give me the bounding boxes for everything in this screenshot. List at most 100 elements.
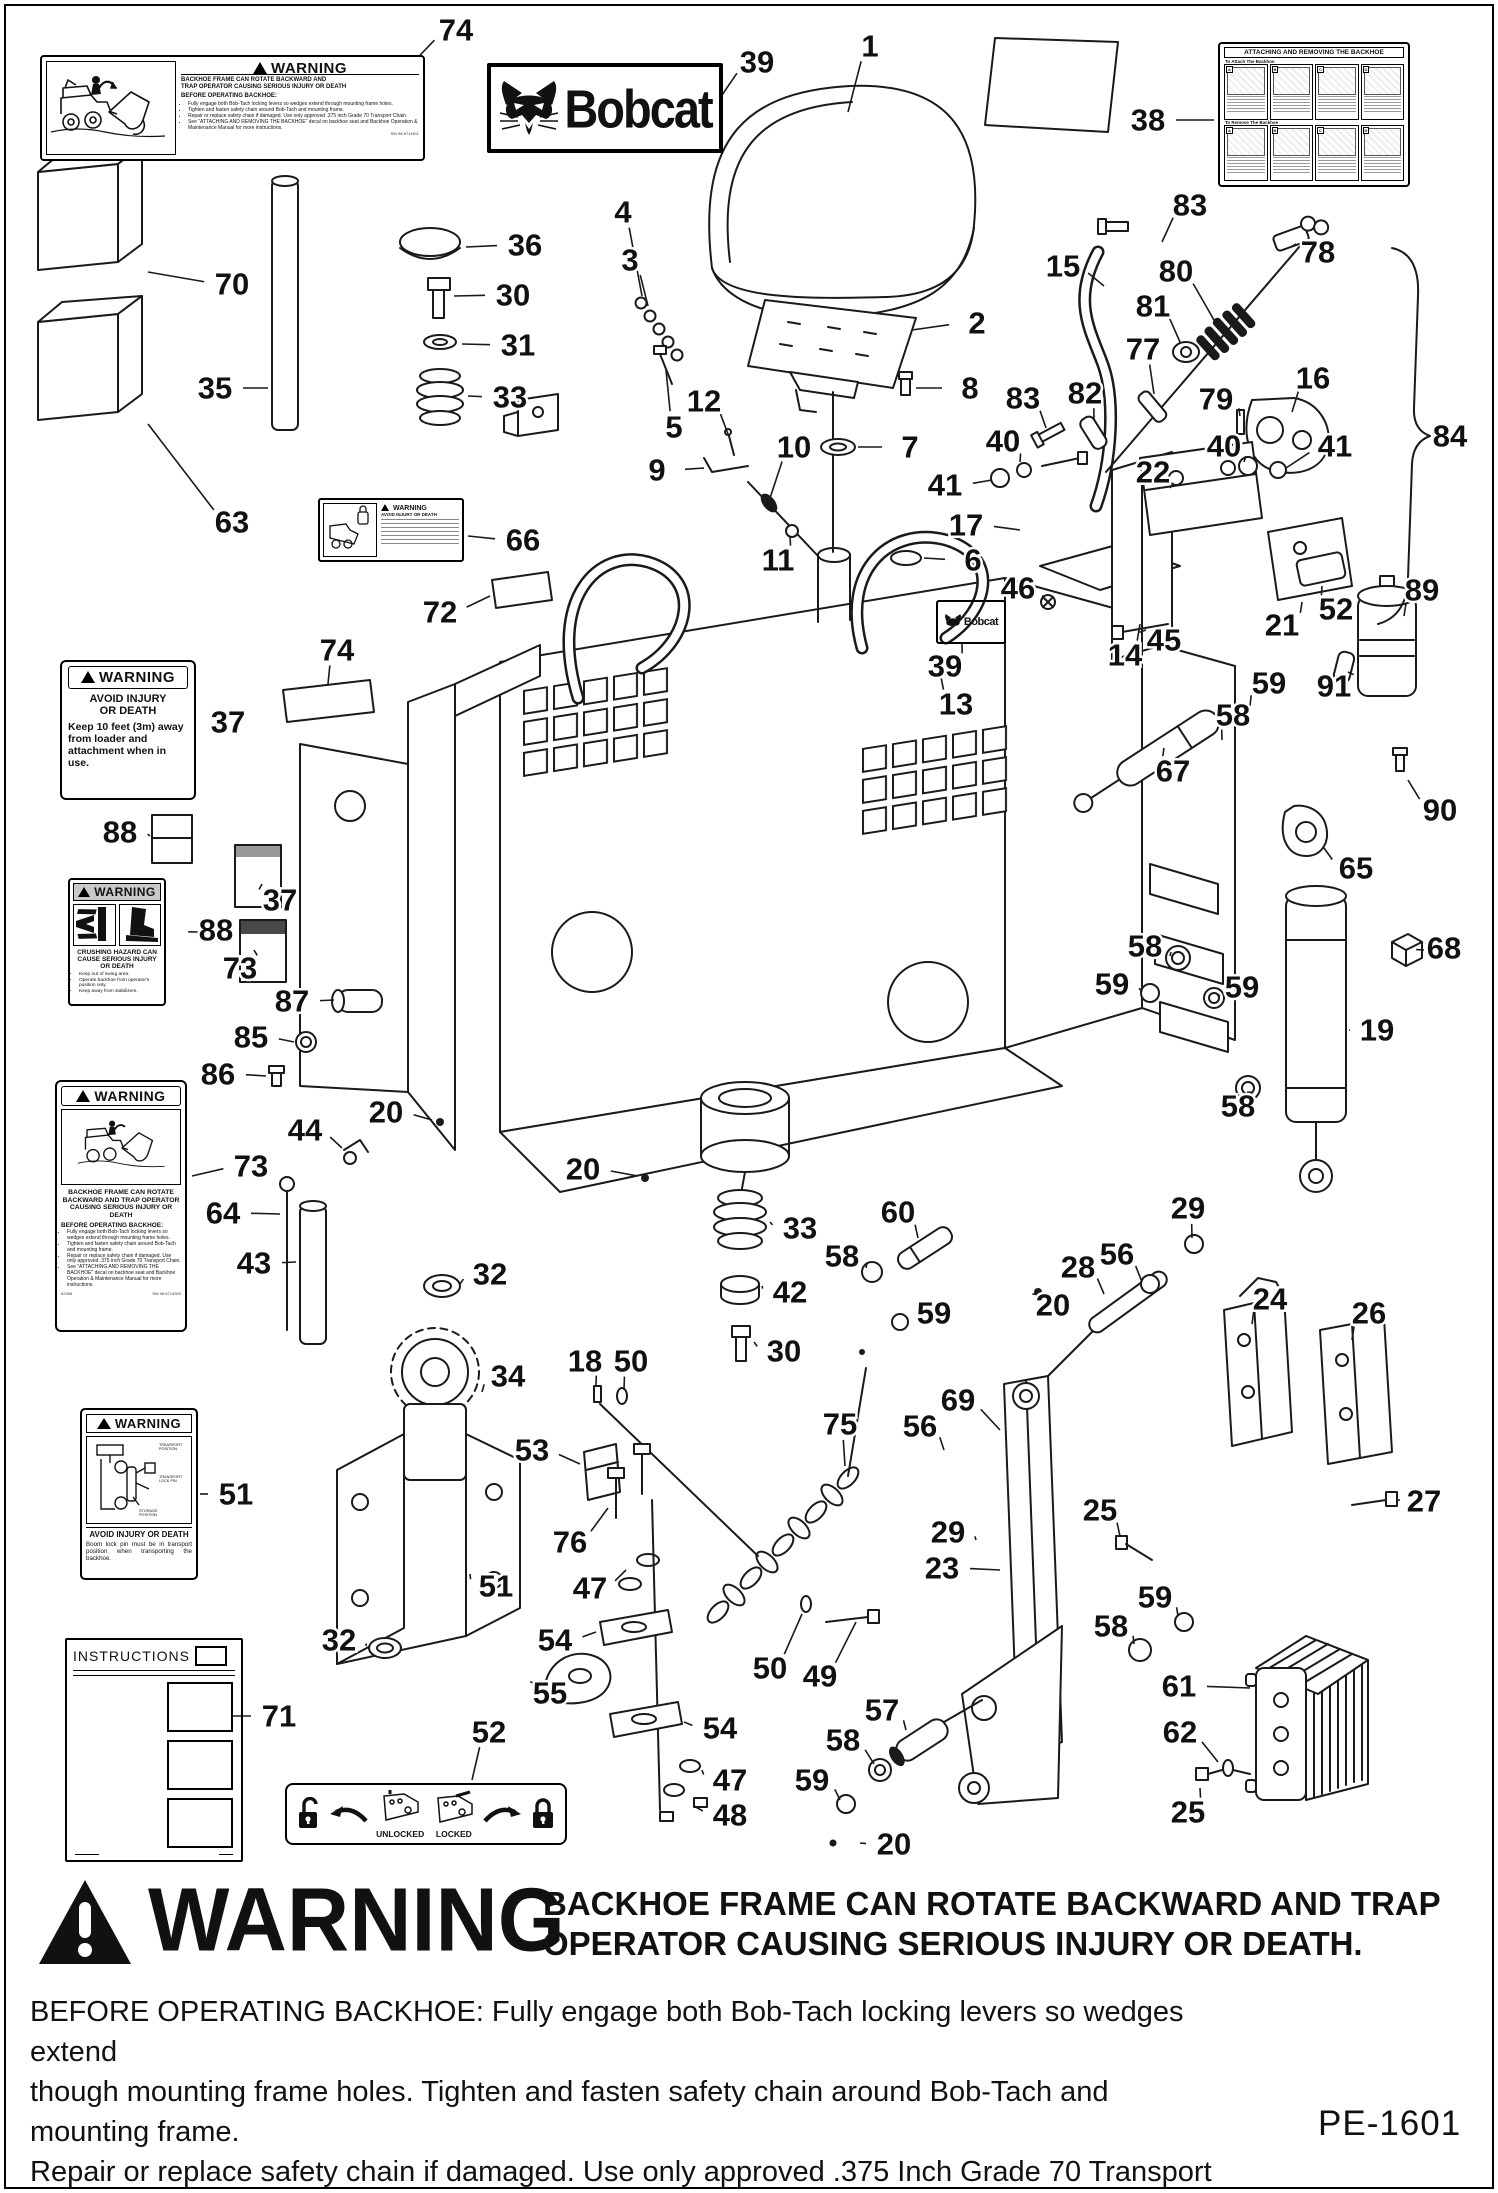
part-callout: 30	[767, 1334, 801, 1369]
bobcat-head-icon	[944, 614, 961, 627]
leader-line	[246, 1075, 266, 1076]
control-grid-right	[862, 724, 1010, 839]
label-transport-lock-pin: WARNING TRANSPORT POSITION TRANSPORT LOC…	[80, 1408, 198, 1580]
leader-line	[762, 1286, 763, 1289]
part-callout: 59	[1095, 967, 1129, 1002]
ann-transport-position: TRANSPORT POSITION	[159, 1443, 183, 1452]
leader-line	[1252, 1312, 1254, 1324]
part-callout: 9	[648, 453, 665, 488]
leader-line	[1139, 988, 1142, 992]
leader-line	[629, 228, 642, 296]
part-callout: 20	[369, 1095, 403, 1130]
part-callout: 70	[215, 267, 249, 302]
ann-storage-position: STORAGE POSITION	[139, 1508, 158, 1517]
part-callout: 39	[928, 649, 962, 684]
part-callout: 38	[1131, 103, 1165, 138]
part-callout: 58	[1094, 1609, 1128, 1644]
leader-line	[970, 1569, 1000, 1570]
label-body: Keep 10 feet (3m) away from loader and a…	[68, 721, 184, 769]
decal-attach-row1-label: To Attach The Backhoe	[1225, 59, 1275, 64]
leader-line	[720, 414, 728, 434]
leader-line	[904, 1720, 906, 1730]
leader-line	[468, 536, 495, 539]
leader-line	[1286, 453, 1309, 468]
part-callout: 4	[614, 195, 632, 230]
part-callout: 58	[1128, 929, 1162, 964]
part-callout: 49	[803, 1659, 837, 1694]
part-callout: 58	[825, 1239, 859, 1274]
decal-line1: BACKHOE FRAME CAN ROTATE BACKWARD AND	[181, 77, 327, 83]
leader-line	[1200, 1788, 1201, 1798]
label-title: AVOID INJURY OR DEATH	[86, 1527, 192, 1539]
boot-pictogram	[118, 904, 161, 946]
warning-triangle-icon	[35, 1876, 135, 1973]
label-code-left: 52356	[61, 1291, 73, 1297]
part-callout: 41	[928, 468, 962, 503]
part-callout: 28	[1061, 1250, 1095, 1285]
part-callout: 47	[713, 1763, 747, 1798]
part-callout: 83	[1006, 381, 1040, 416]
part-callout: 53	[515, 1433, 549, 1468]
arrow-left-icon	[330, 1806, 369, 1823]
label-frame-rotate-tall: WARNING BACKHOE FRAME CAN ROTATE BACKWAR…	[55, 1080, 187, 1332]
leader-line	[1177, 1607, 1178, 1616]
leader-line	[611, 1171, 638, 1176]
loader-pictogram	[46, 61, 176, 155]
leader-line	[462, 344, 490, 345]
label-header: WARNING	[86, 1414, 192, 1433]
part-callout: 52	[472, 1715, 506, 1750]
leader-line	[1088, 273, 1104, 286]
leader-line	[1216, 993, 1220, 996]
part-callout: 58	[1221, 1089, 1255, 1124]
part-callout: 15	[1046, 249, 1080, 284]
leader-line	[1348, 672, 1354, 675]
part-callout: 62	[1163, 1715, 1197, 1750]
part-callout: 86	[201, 1057, 235, 1092]
part-callout: 85	[234, 1020, 268, 1055]
part-callout: 72	[423, 595, 457, 630]
leader-line	[694, 1806, 703, 1811]
part-callout: 63	[215, 505, 249, 540]
unlocked-label: UNLOCKED	[376, 1828, 425, 1839]
part-callout: 25	[1171, 1795, 1205, 1830]
part-callout: 89	[1405, 573, 1439, 608]
decal-bullet: See "ATTACHING AND REMOVING THE BACKHOE"…	[188, 119, 419, 131]
leader-line	[482, 1384, 484, 1392]
label-header: WARNING	[68, 666, 188, 689]
swing-linkage-parts	[991, 211, 1430, 771]
part-callout: 27	[1407, 1484, 1441, 1519]
part-callout: 56	[903, 1409, 937, 1444]
decal-backhoe-rotate-warning: WARNING BACKHOE FRAME CAN ROTATE BACKWAR…	[40, 55, 425, 161]
part-callout: 54	[538, 1623, 573, 1658]
right-mid-parts	[1069, 706, 1422, 1192]
part-callout: 59	[1225, 970, 1259, 1005]
leader-line	[1170, 952, 1171, 956]
part-callout: 12	[687, 384, 721, 419]
part-callout: 42	[773, 1275, 807, 1310]
part-callout: 73	[234, 1149, 268, 1184]
leader-line	[940, 672, 943, 690]
instructions-box	[167, 1682, 233, 1732]
part-callout: 67	[1156, 754, 1190, 789]
decal-attaching-removing: ATTACHING AND REMOVING THE BACKHOE To At…	[1218, 42, 1410, 187]
leader-line	[472, 1747, 480, 1780]
part-callout: 64	[206, 1196, 241, 1231]
leader-line	[1040, 411, 1046, 428]
part-callout: 14	[1108, 638, 1143, 673]
decal-bullet: Repair or replace safety chain if damage…	[188, 113, 419, 119]
part-callout: 58	[1216, 698, 1250, 733]
part-callout: 87	[275, 984, 309, 1019]
leader-line	[279, 1039, 294, 1042]
leader-line	[915, 1225, 918, 1238]
label-code-right: SW 98 6714920	[152, 1291, 181, 1297]
label-crushing-hazard: WARNING CRUSHING HAZARD CAN CAUSE SERIOU…	[68, 878, 166, 1006]
leader-line	[866, 1263, 867, 1268]
decal-bullet: Tighten and fasten safety chain around B…	[188, 107, 419, 113]
leader-line	[192, 1169, 223, 1176]
leader-line	[973, 480, 992, 483]
part-callout: 77	[1126, 332, 1160, 367]
leader-line	[1136, 1266, 1142, 1282]
label-header: WARNING	[73, 883, 161, 901]
part-callout: 26	[1352, 1296, 1386, 1331]
